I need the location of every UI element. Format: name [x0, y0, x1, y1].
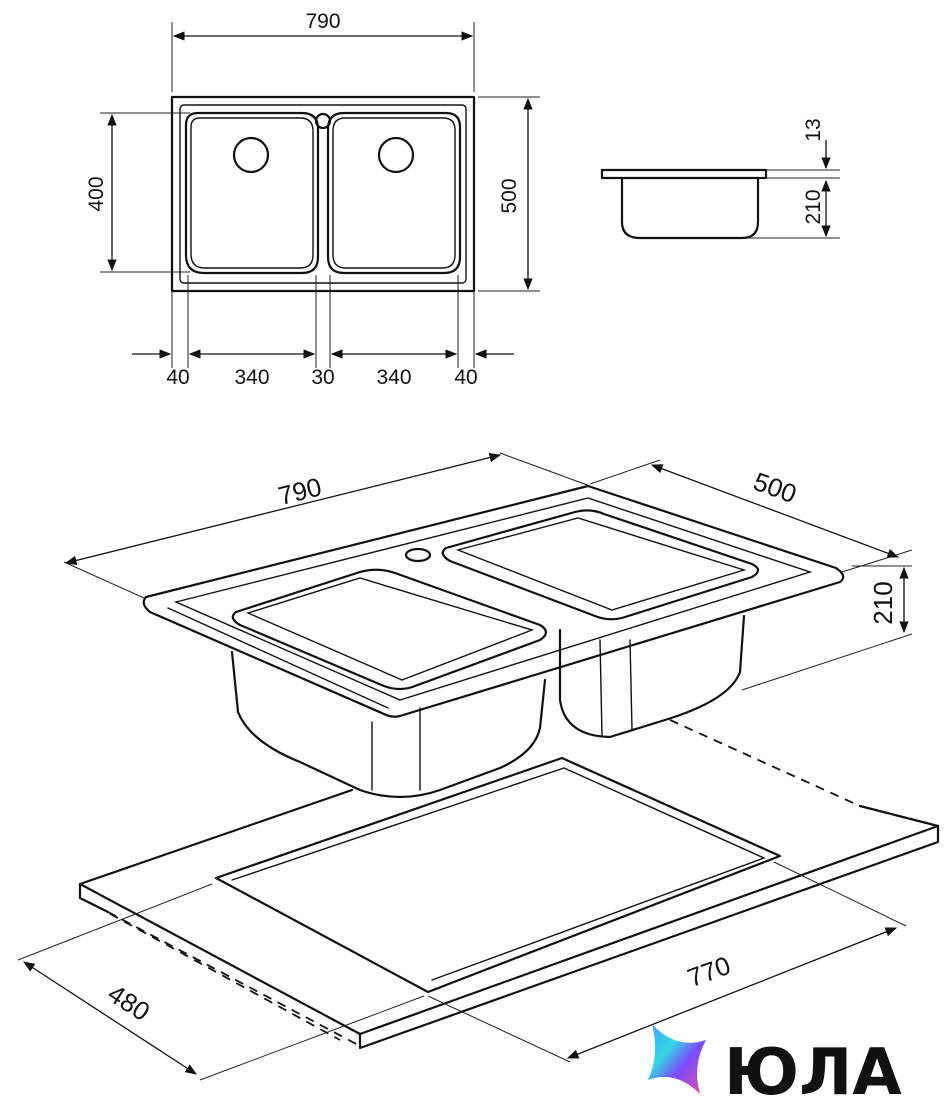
top-view: 790 500 400 40 340 30 340 40	[85, 10, 540, 389]
countertop-hidden-back	[669, 719, 861, 807]
left-drain-hole	[232, 136, 270, 174]
deck-edge	[399, 581, 841, 717]
dim-label-height: 210	[868, 581, 898, 624]
right-bowl-inner	[332, 117, 456, 269]
side-bowl	[620, 176, 760, 240]
countertop-hidden-front	[107, 911, 361, 1047]
deck-edge	[167, 607, 389, 709]
dim-label-bowl-height: 400	[85, 176, 108, 211]
countertop-edge	[78, 788, 354, 886]
sink-cutout	[214, 756, 782, 994]
countertop-front-edge	[358, 824, 940, 1050]
bowl-shading	[629, 639, 633, 731]
countertop-front	[78, 882, 362, 1036]
left-bowl-inner	[190, 117, 314, 269]
right-bowl	[326, 111, 462, 275]
front-bowl-body	[230, 650, 547, 799]
extension-line	[841, 549, 913, 573]
brand-name: ЮЛА	[724, 1036, 902, 1100]
front-bowl-opening	[231, 568, 548, 691]
dim-label-depth: 500	[750, 466, 801, 509]
side-rim	[600, 168, 768, 180]
countertop-right-edge	[358, 824, 940, 1036]
extension-line	[199, 995, 425, 1081]
dim-label-cutout-depth: 480	[103, 978, 156, 1027]
back-bowl-inner	[455, 517, 747, 611]
sink-cutout-inner	[231, 767, 766, 981]
dim-label-segment: 340	[376, 366, 411, 389]
side-view: 13 210	[600, 118, 840, 240]
brand-logo: ЮЛА	[648, 1024, 902, 1100]
sink-rim-inner	[179, 104, 467, 284]
dim-line-cutout-depth	[23, 961, 197, 1075]
front-bowl-inner	[245, 577, 535, 681]
faucet-hole	[314, 112, 332, 130]
dim-line-depth	[650, 464, 900, 558]
extension-line	[589, 459, 661, 485]
right-drain-hole	[377, 136, 415, 174]
extension-line	[741, 633, 913, 691]
brand-star-icon	[648, 1024, 706, 1094]
extension-line	[499, 452, 591, 487]
dim-label-width: 790	[305, 10, 340, 33]
dim-label-depth: 210	[802, 189, 825, 224]
sink-outline	[170, 95, 476, 293]
dim-label-segment: 40	[166, 366, 189, 389]
faucet-hole	[404, 547, 432, 563]
countertop-back-right	[858, 804, 940, 828]
perspective-sink: 790 500 210	[63, 452, 913, 799]
extension-line	[63, 561, 145, 599]
countertop-hidden-front-2	[95, 905, 341, 1041]
dim-label-segment: 40	[454, 366, 477, 389]
back-bowl-body	[558, 614, 746, 739]
dim-line-width	[64, 453, 502, 565]
extension-line	[17, 883, 213, 961]
sink-deck	[142, 484, 845, 718]
dim-label-segment: 30	[311, 366, 334, 389]
dim-label-segment: 340	[234, 366, 269, 389]
countertop: 770 480	[17, 719, 940, 1081]
dim-line-cutout-width	[566, 927, 898, 1059]
dim-label-width: 790	[275, 471, 324, 511]
extension-line	[773, 861, 907, 927]
dim-label-rim: 13	[802, 118, 825, 141]
dim-label-height: 500	[498, 178, 521, 213]
dim-label-cutout-width: 770	[683, 950, 734, 993]
extension-line	[427, 995, 571, 1063]
